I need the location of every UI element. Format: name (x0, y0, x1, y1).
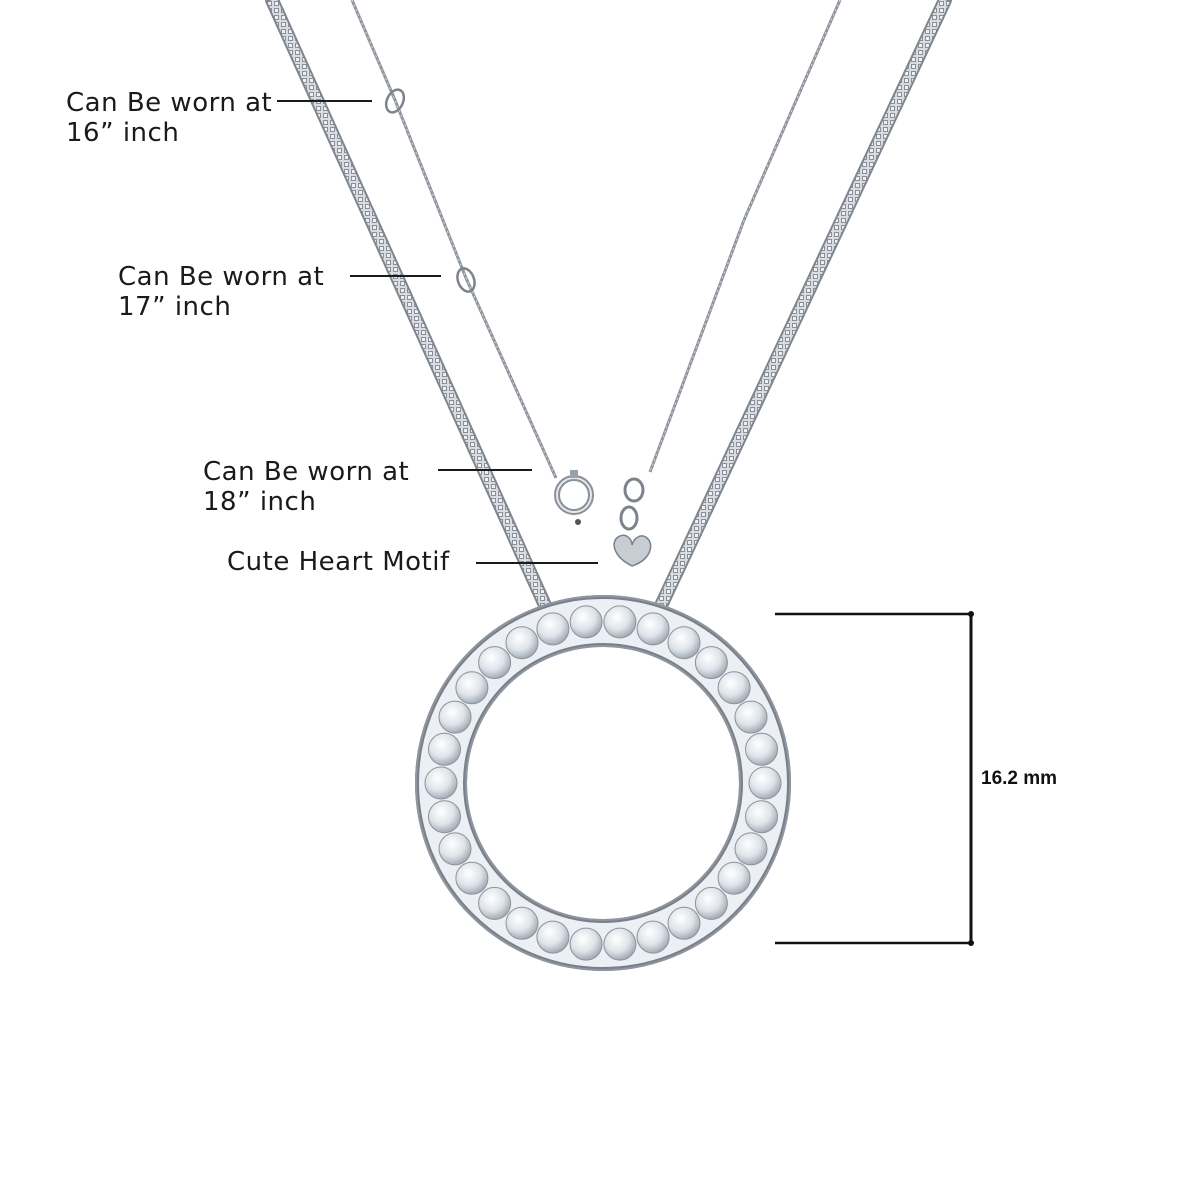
diamond-stone (428, 800, 461, 834)
circle-pendant-icon (415, 595, 791, 971)
diamond-stone (569, 927, 603, 961)
diamond-stone (505, 626, 539, 660)
callout-heart-motif: Cute Heart Motif (227, 547, 450, 577)
diamond-stone (424, 766, 458, 800)
callout-16-line1: Can Be worn at (66, 88, 273, 118)
spring-ring-clasp-icon (554, 470, 594, 525)
diamond-stone (734, 700, 768, 734)
callout-heart-label: Cute Heart Motif (227, 547, 450, 577)
diamond-stone (505, 906, 539, 940)
diamond-stone (603, 927, 637, 961)
diamond-stone (748, 766, 782, 800)
callout-17-inch: Can Be worn at 17” inch (118, 262, 324, 322)
diamond-stone (569, 605, 603, 639)
diamond-stone (694, 646, 728, 680)
diamond-stone (536, 612, 570, 646)
diamond-stone (667, 906, 701, 940)
diamond-stone (636, 920, 670, 954)
clasp-jump-ring (623, 477, 645, 503)
ring-17-inch (456, 267, 476, 293)
diamond-stone (478, 886, 512, 920)
callout-18-line1: Can Be worn at (203, 457, 410, 487)
diamond-stone (603, 605, 637, 639)
callout-16-inch: Can Be worn at 16” inch (66, 88, 272, 148)
diamond-stone (717, 861, 751, 895)
diamond-stone (717, 671, 751, 705)
callout-16-line2: 16” inch (66, 118, 180, 148)
callout-17-line1: Can Be worn at (118, 262, 325, 292)
diamond-stone (478, 646, 512, 680)
callout-17-line2: 17” inch (118, 292, 232, 322)
ring-16-inch (384, 88, 406, 114)
diamond-stone (667, 626, 701, 660)
diamond-stone (455, 861, 489, 895)
pave-diamonds (424, 605, 782, 961)
diamond-stone (438, 832, 472, 866)
right-box-chain (651, 0, 952, 619)
diamond-stone (636, 612, 670, 646)
diamond-stone (455, 671, 489, 705)
diamond-stone (745, 800, 778, 834)
extender-chain (350, 0, 842, 479)
diamond-stone (428, 732, 461, 766)
diamond-stone (536, 920, 570, 954)
diamond-stone (745, 732, 778, 766)
diamond-stone (694, 886, 728, 920)
diamond-stone (734, 832, 768, 866)
heart-jump-ring (619, 505, 639, 531)
callout-18-line2: 18” inch (203, 487, 317, 517)
heart-charm-icon (613, 534, 652, 567)
dimension-marker (775, 611, 974, 946)
diamond-stone (438, 700, 472, 734)
dimension-label: 16.2 mm (981, 768, 1058, 789)
callout-18-inch: Can Be worn at 18” inch (203, 457, 409, 517)
